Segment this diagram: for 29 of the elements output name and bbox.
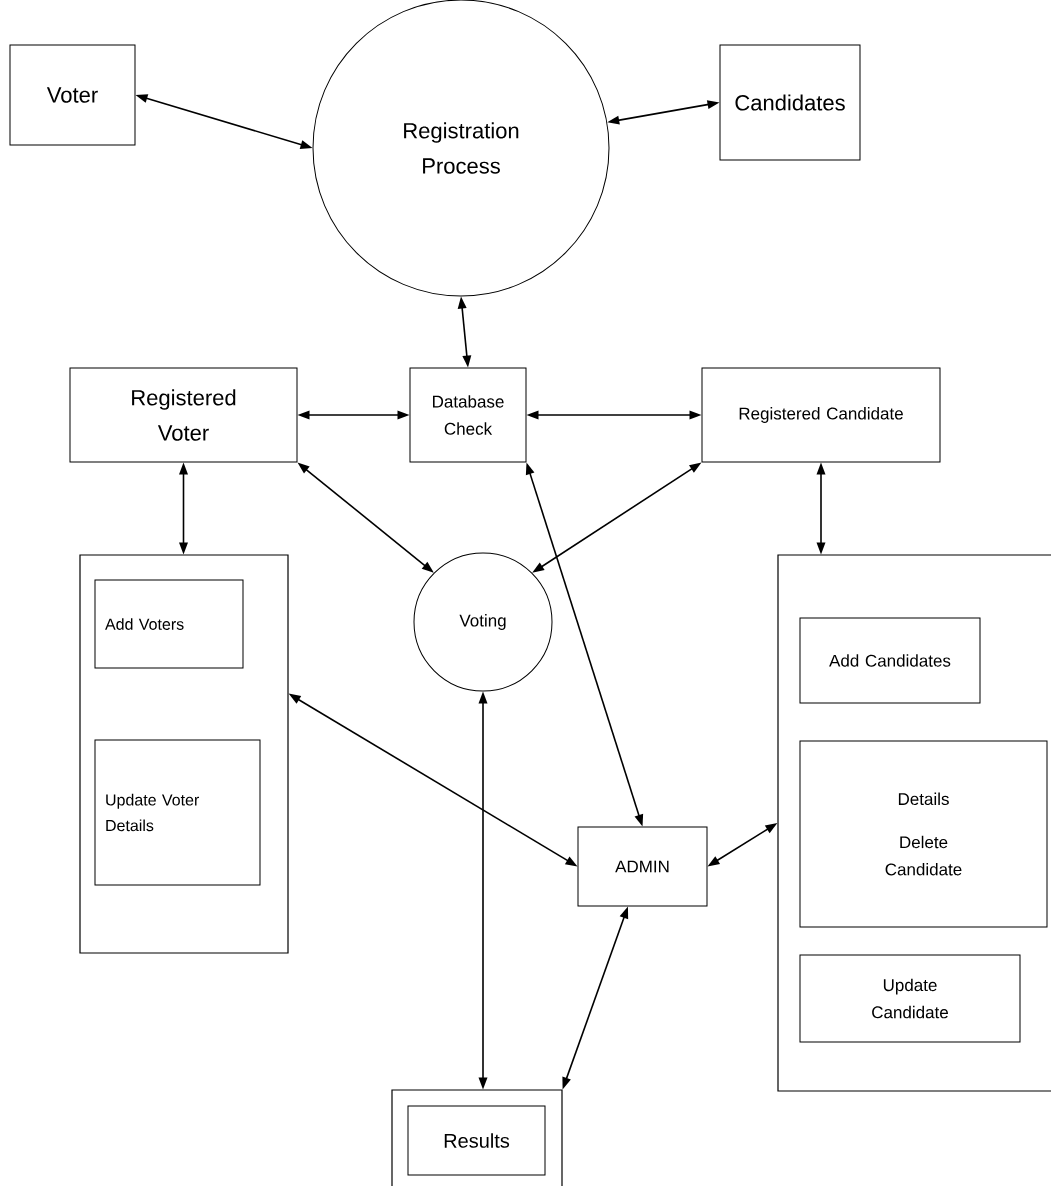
process-box: Registered Voter [69,367,298,463]
process-box: Voter [9,44,136,146]
arrow [526,410,702,420]
process-box: Update Candidate [799,954,1021,1043]
group-box [777,554,1051,1092]
process-box: Add Voters [94,579,244,669]
arrow [297,410,410,420]
arrow [297,462,434,573]
arrow [607,100,720,125]
arrow [457,296,472,368]
process-box: Registered Candidate [701,367,941,463]
arrow [532,462,702,573]
group-box [79,554,289,954]
process-box: Add Candidates [799,617,981,704]
process-box: Details Delete Candidate [799,740,1048,928]
arrow [707,823,778,867]
arrow [525,462,644,827]
arrow [288,693,578,867]
process-box: Results [407,1105,546,1176]
arrow [478,691,488,1090]
process-box: Update Voter Details [94,739,261,886]
arrow [179,462,188,555]
process-box: Candidates [719,44,861,161]
arrow [562,906,629,1090]
arrow [816,462,826,555]
process-box: ADMIN [577,826,708,907]
process-box: Database Check [409,367,527,463]
arrow [135,94,313,149]
group-box [391,1089,563,1186]
